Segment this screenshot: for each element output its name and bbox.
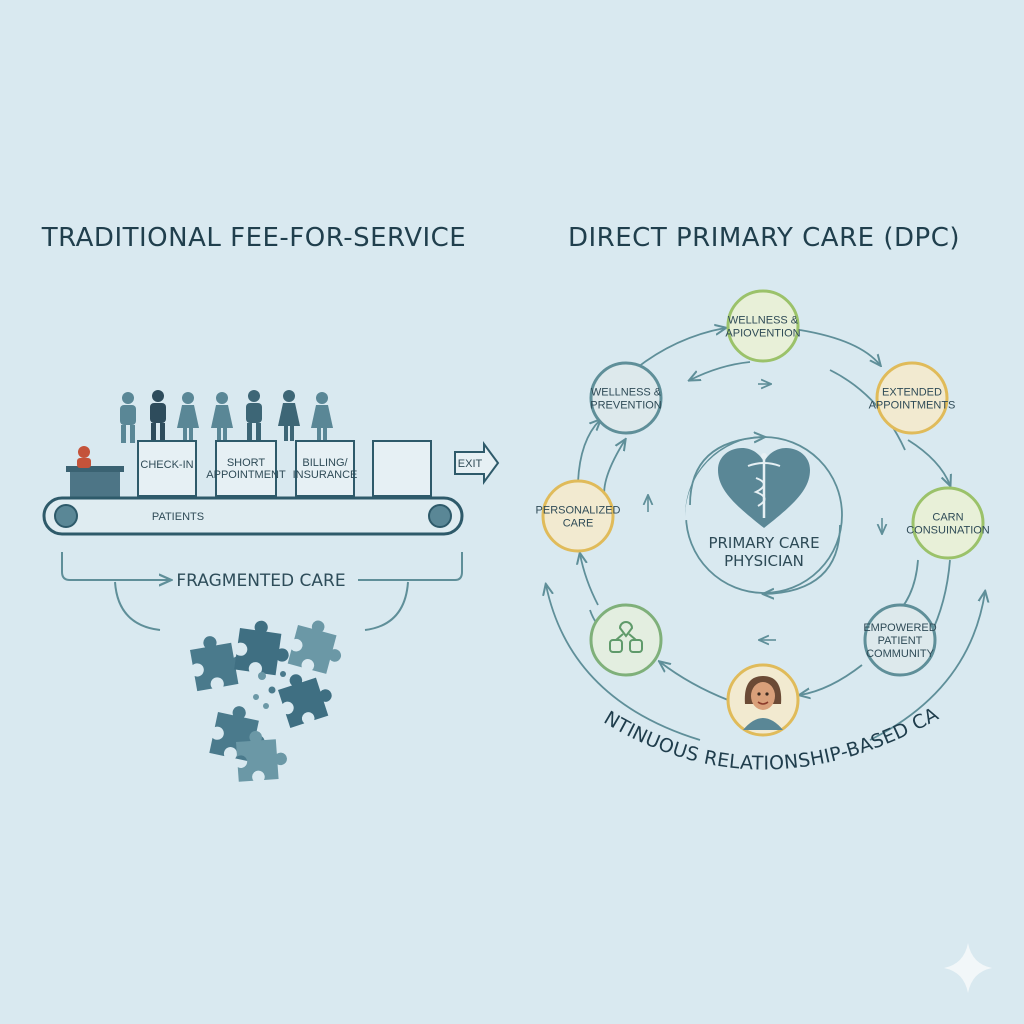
arc-caption: CONTINUOUS RELATIONSHIP-BASED CARE	[0, 0, 942, 775]
sparkle-icon	[944, 943, 992, 993]
care-node-circle	[911, 486, 985, 560]
care-node	[589, 603, 663, 677]
station-label-1: CHECK-IN	[140, 459, 193, 471]
patient-figure	[278, 390, 300, 441]
care-node-circle	[863, 603, 937, 677]
heart-caduceus-icon	[718, 448, 810, 528]
right-title: DIRECT PRIMARY CARE (DPC)	[568, 223, 960, 253]
care-node-circle	[726, 289, 800, 363]
avatar-icon	[743, 676, 783, 730]
station-short-appointment	[215, 440, 277, 497]
care-node-circle	[589, 361, 663, 435]
exit-label: EXIT	[458, 458, 483, 470]
patient-figure	[150, 390, 166, 441]
care-node-circle	[875, 361, 949, 435]
belt-label: PATIENTS	[152, 511, 204, 523]
care-node: WELLNESS &PREVENTION	[589, 361, 663, 435]
fragmented-care-label: FRAGMENTED CARE	[176, 571, 345, 591]
puzzle-piece	[234, 617, 293, 677]
small-direction-arrows	[648, 384, 882, 640]
station-billing	[295, 440, 355, 497]
patient-figure	[311, 392, 333, 443]
left-title: TRADITIONAL FEE-FOR-SERVICE	[41, 223, 467, 253]
station-checkin	[137, 440, 197, 497]
puzzle-pieces	[188, 615, 349, 782]
community-icon	[609, 621, 643, 653]
patient-figure	[177, 392, 199, 443]
patient-figure	[120, 392, 136, 443]
station-boxes	[137, 440, 432, 497]
station-empty	[372, 440, 432, 497]
conveyor-belt: PATIENTS	[42, 496, 464, 536]
station-label-3: BILLING/INSURANCE	[293, 457, 358, 481]
care-node-label: WELLNESS &APIOVENTION	[725, 315, 800, 340]
patient-figure	[246, 390, 262, 441]
reception-desk	[66, 446, 124, 498]
patient-figure	[211, 392, 233, 443]
care-node: WELLNESS &APIOVENTION	[725, 289, 801, 363]
exit-sign: EXIT	[454, 440, 500, 486]
puzzle-piece	[287, 615, 349, 677]
patient-queue	[120, 390, 333, 443]
care-node-circle	[541, 479, 615, 553]
care-node-label: WELLNESS &PREVENTION	[590, 387, 662, 412]
fragmented-bracket	[61, 552, 463, 631]
care-node-circle	[589, 603, 663, 677]
arc-caption-text: CONTINUOUS RELATIONSHIP-BASED CARE	[0, 0, 942, 775]
